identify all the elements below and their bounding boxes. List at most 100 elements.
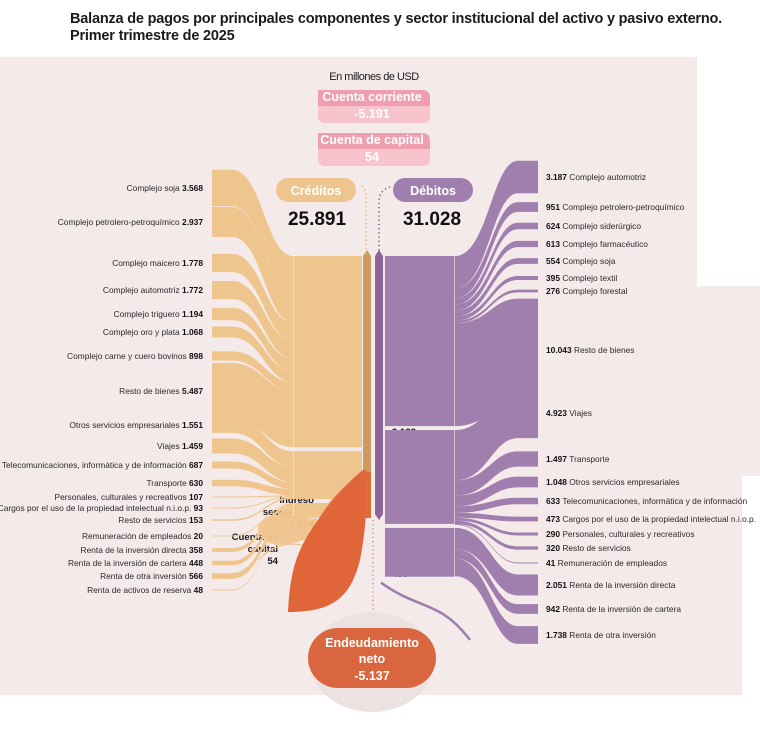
item-value: 473 (546, 514, 562, 524)
badge-bottom (318, 149, 430, 166)
item-name: Renta de la inversión de cartera (562, 604, 681, 614)
debit-column-arrow-bottom (375, 514, 383, 520)
chart-title: Balanza de pagos por principales compone… (70, 11, 722, 45)
item-name: Complejo forestal (562, 286, 627, 296)
badge-top (318, 90, 430, 106)
item-name: Renta de la inversión directa (81, 545, 189, 555)
credit-item-label: Complejo maicero 1.778 (112, 258, 203, 268)
item-value: 633 (546, 496, 562, 506)
credit-item-label: Resto de servicios 153 (118, 515, 203, 525)
credit-flow (212, 517, 293, 591)
credit-node-label: 54 (267, 556, 278, 567)
creditos-total: 25.891 (288, 209, 347, 230)
credit-column-arrow (363, 250, 371, 256)
item-name: Complejo carne y cuero bovinos (67, 351, 189, 361)
item-value: 48 (194, 585, 204, 595)
item-name: Otros servicios empresariales (69, 420, 182, 430)
item-value: 1.068 (182, 327, 203, 337)
cuenta-capital-label: Cuenta de capital (320, 133, 424, 147)
credit-item-label: Complejo triguero 1.194 (114, 309, 204, 319)
credit-flow (212, 461, 293, 489)
debit-flow (455, 160, 538, 289)
debit-flow (455, 512, 538, 522)
item-name: Viajes (157, 441, 182, 451)
credit-item-label: Complejo automotriz 1.772 (103, 285, 203, 295)
debitos-total: 31.028 (403, 209, 461, 230)
debitos-header: Débitos 31.028 (393, 178, 473, 230)
item-value: 395 (546, 273, 562, 283)
debit-flow (455, 517, 538, 536)
debit-flow (455, 527, 538, 596)
credit-column-bar-lower (363, 472, 371, 518)
item-value: 1.497 (546, 454, 569, 464)
creditos-pill (276, 178, 356, 202)
credit-flow (212, 206, 293, 323)
item-value: 613 (546, 239, 562, 249)
item-value: 290 (546, 529, 562, 539)
cuenta-capital-value: 54 (365, 150, 379, 164)
credit-flow (212, 502, 293, 537)
credit-flow (212, 280, 293, 359)
item-name: Complejo automotriz (103, 285, 182, 295)
debit-item-label: 473 Cargos por el uso de la propiedad in… (546, 514, 756, 524)
title-line-2: Primer trimestre de 2025 (70, 28, 235, 44)
item-name: Transporte (147, 478, 190, 488)
credit-item-label: Viajes 1.459 (157, 441, 203, 451)
item-value: 4.923 (546, 408, 569, 418)
item-value: 566 (189, 571, 203, 581)
debit-flow (455, 202, 538, 299)
item-name: Complejo soja (127, 183, 182, 193)
endeudamiento-badge: Endeudamiento neto -5.137 (308, 612, 436, 712)
creditos-label: Créditos (291, 184, 342, 198)
item-value: 630 (189, 478, 203, 488)
item-name: Cargos por el uso de la propiedad intele… (562, 514, 756, 524)
item-name: Telecomunicaciones, informática y de inf… (562, 496, 747, 506)
credit-item-label: Complejo petrolero-petroquímico 2.937 (58, 217, 204, 227)
debit-flow (455, 558, 538, 644)
debit-item-label: 41 Remuneración de empleados (546, 558, 667, 568)
item-value: 1.194 (182, 309, 203, 319)
item-value: 1.738 (546, 630, 569, 640)
debit-node-2 (385, 527, 455, 577)
debit-item-label: 633 Telecomunicaciones, informática y de… (546, 496, 747, 506)
item-value: 2.051 (546, 580, 569, 590)
item-value: 1.048 (546, 477, 569, 487)
debit-flow (455, 548, 538, 614)
debit-item-label: 10.043 Resto de bienes (546, 345, 634, 355)
item-name: Complejo petrolero-petroquímico (562, 202, 684, 212)
item-value: 3.568 (182, 183, 203, 193)
item-name: Renta de activos de reserva (87, 585, 194, 595)
credit-flow (212, 169, 293, 293)
credit-node-0 (293, 256, 362, 448)
debitos-pill (393, 178, 473, 202)
credit-flow (212, 479, 293, 496)
debitos-label: Débitos (410, 184, 456, 198)
debit-item-label: 613 Complejo farmacéutico (546, 239, 648, 249)
credit-flow (212, 307, 293, 371)
credit-item-label: Complejo oro y plata 1.068 (103, 327, 203, 337)
capital-flow (288, 470, 366, 612)
item-value: 3.187 (546, 172, 569, 182)
debit-flow (455, 289, 538, 324)
cuenta-corriente-value: -5.191 (354, 107, 389, 121)
debit-item-label: 624 Complejo siderúrgico (546, 221, 641, 231)
item-value: 320 (546, 543, 562, 553)
item-value: 898 (189, 351, 203, 361)
item-name: Complejo automotriz (569, 172, 646, 182)
credit-item-label: Remuneración de empleados 20 (82, 531, 203, 541)
unit-label: En millones de USD (329, 71, 419, 83)
title-line-1: Balanza de pagos por principales compone… (70, 11, 723, 27)
item-name: Remuneración de empleados (558, 558, 667, 568)
item-value: 951 (546, 202, 562, 212)
debit-node-0 (385, 256, 455, 427)
item-name: Otros servicios empresariales (569, 477, 679, 487)
item-value: 2.937 (182, 217, 203, 227)
credit-item-label: Otros servicios empresariales 1.551 (69, 420, 203, 430)
debit-flow (455, 275, 538, 321)
item-name: Transporte (569, 454, 610, 464)
credit-item-label: Transporte 630 (147, 478, 204, 488)
item-name: Resto de bienes (119, 386, 182, 396)
debit-item-label: 4.923 Viajes (546, 408, 592, 418)
item-name: Renta de la inversión directa (569, 580, 675, 590)
item-value: 276 (546, 286, 562, 296)
